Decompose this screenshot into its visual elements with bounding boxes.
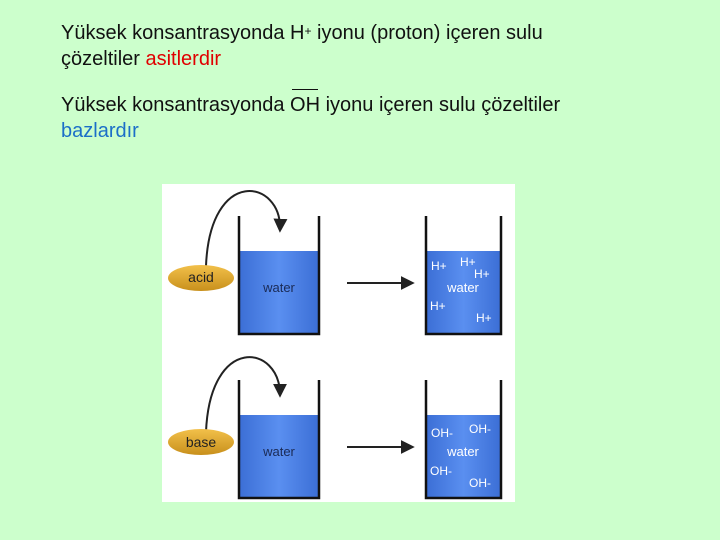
beaker-2 (424, 216, 503, 336)
beaker-3 (237, 380, 321, 500)
acid-base-diagram: acid water water H+ H+ H+ H+ H+ base wat… (162, 184, 515, 502)
water-label-1: water (262, 280, 295, 295)
base-pour-arrow (205, 356, 287, 433)
acid-pour-arrow (205, 190, 288, 267)
h-ion-1: H+ (431, 259, 447, 273)
water-label-4: water (446, 444, 479, 459)
water-fill-1 (240, 251, 318, 333)
acid-oval (168, 265, 234, 291)
acid-text-part-1: Yüksek konsantrasyonda H (61, 22, 305, 44)
base-text-part-2: iyonu içeren sulu çözeltiler (320, 94, 561, 116)
acid-row: acid water water H+ H+ H+ H+ H+ (168, 190, 503, 336)
h-ion-3: H+ (474, 267, 490, 281)
base-highlight: bazlardır (61, 120, 139, 142)
h-ion-4: H+ (430, 299, 446, 313)
h-ion-2: H+ (460, 255, 476, 269)
base-row: base water water OH- OH- OH- OH- (168, 356, 503, 500)
beaker-4 (424, 380, 503, 500)
acid-text-part-2: iyonu (proton) içeren sulu (311, 22, 543, 44)
oh-ion-4: OH- (469, 476, 491, 490)
water-label-3: water (262, 444, 295, 459)
h-ion-5: H+ (476, 311, 492, 325)
base-oval (168, 429, 234, 455)
water-label-2: water (446, 280, 479, 295)
oh-ion-2: OH- (469, 422, 491, 436)
oh-ion-3: OH- (430, 464, 452, 478)
base-definition: Yüksek konsantrasyonda OH iyonu içeren s… (61, 89, 701, 144)
acid-label: acid (188, 269, 214, 285)
beaker-1 (237, 216, 321, 336)
water-fill-2 (427, 251, 500, 333)
proton-superscript: + (304, 24, 312, 38)
water-fill-3 (240, 415, 318, 497)
base-text-part-1: Yüksek konsantrasyonda (61, 94, 291, 116)
water-fill-4 (427, 415, 500, 497)
acid-text-part-3: çözeltiler (61, 48, 146, 70)
acid-definition: Yüksek konsantrasyonda H+ iyonu (proton)… (61, 20, 701, 72)
acid-highlight: asitlerdir (145, 48, 222, 70)
hydroxide-symbol: OH (290, 89, 321, 116)
base-label: base (186, 434, 217, 450)
oh-ion-1: OH- (431, 426, 453, 440)
